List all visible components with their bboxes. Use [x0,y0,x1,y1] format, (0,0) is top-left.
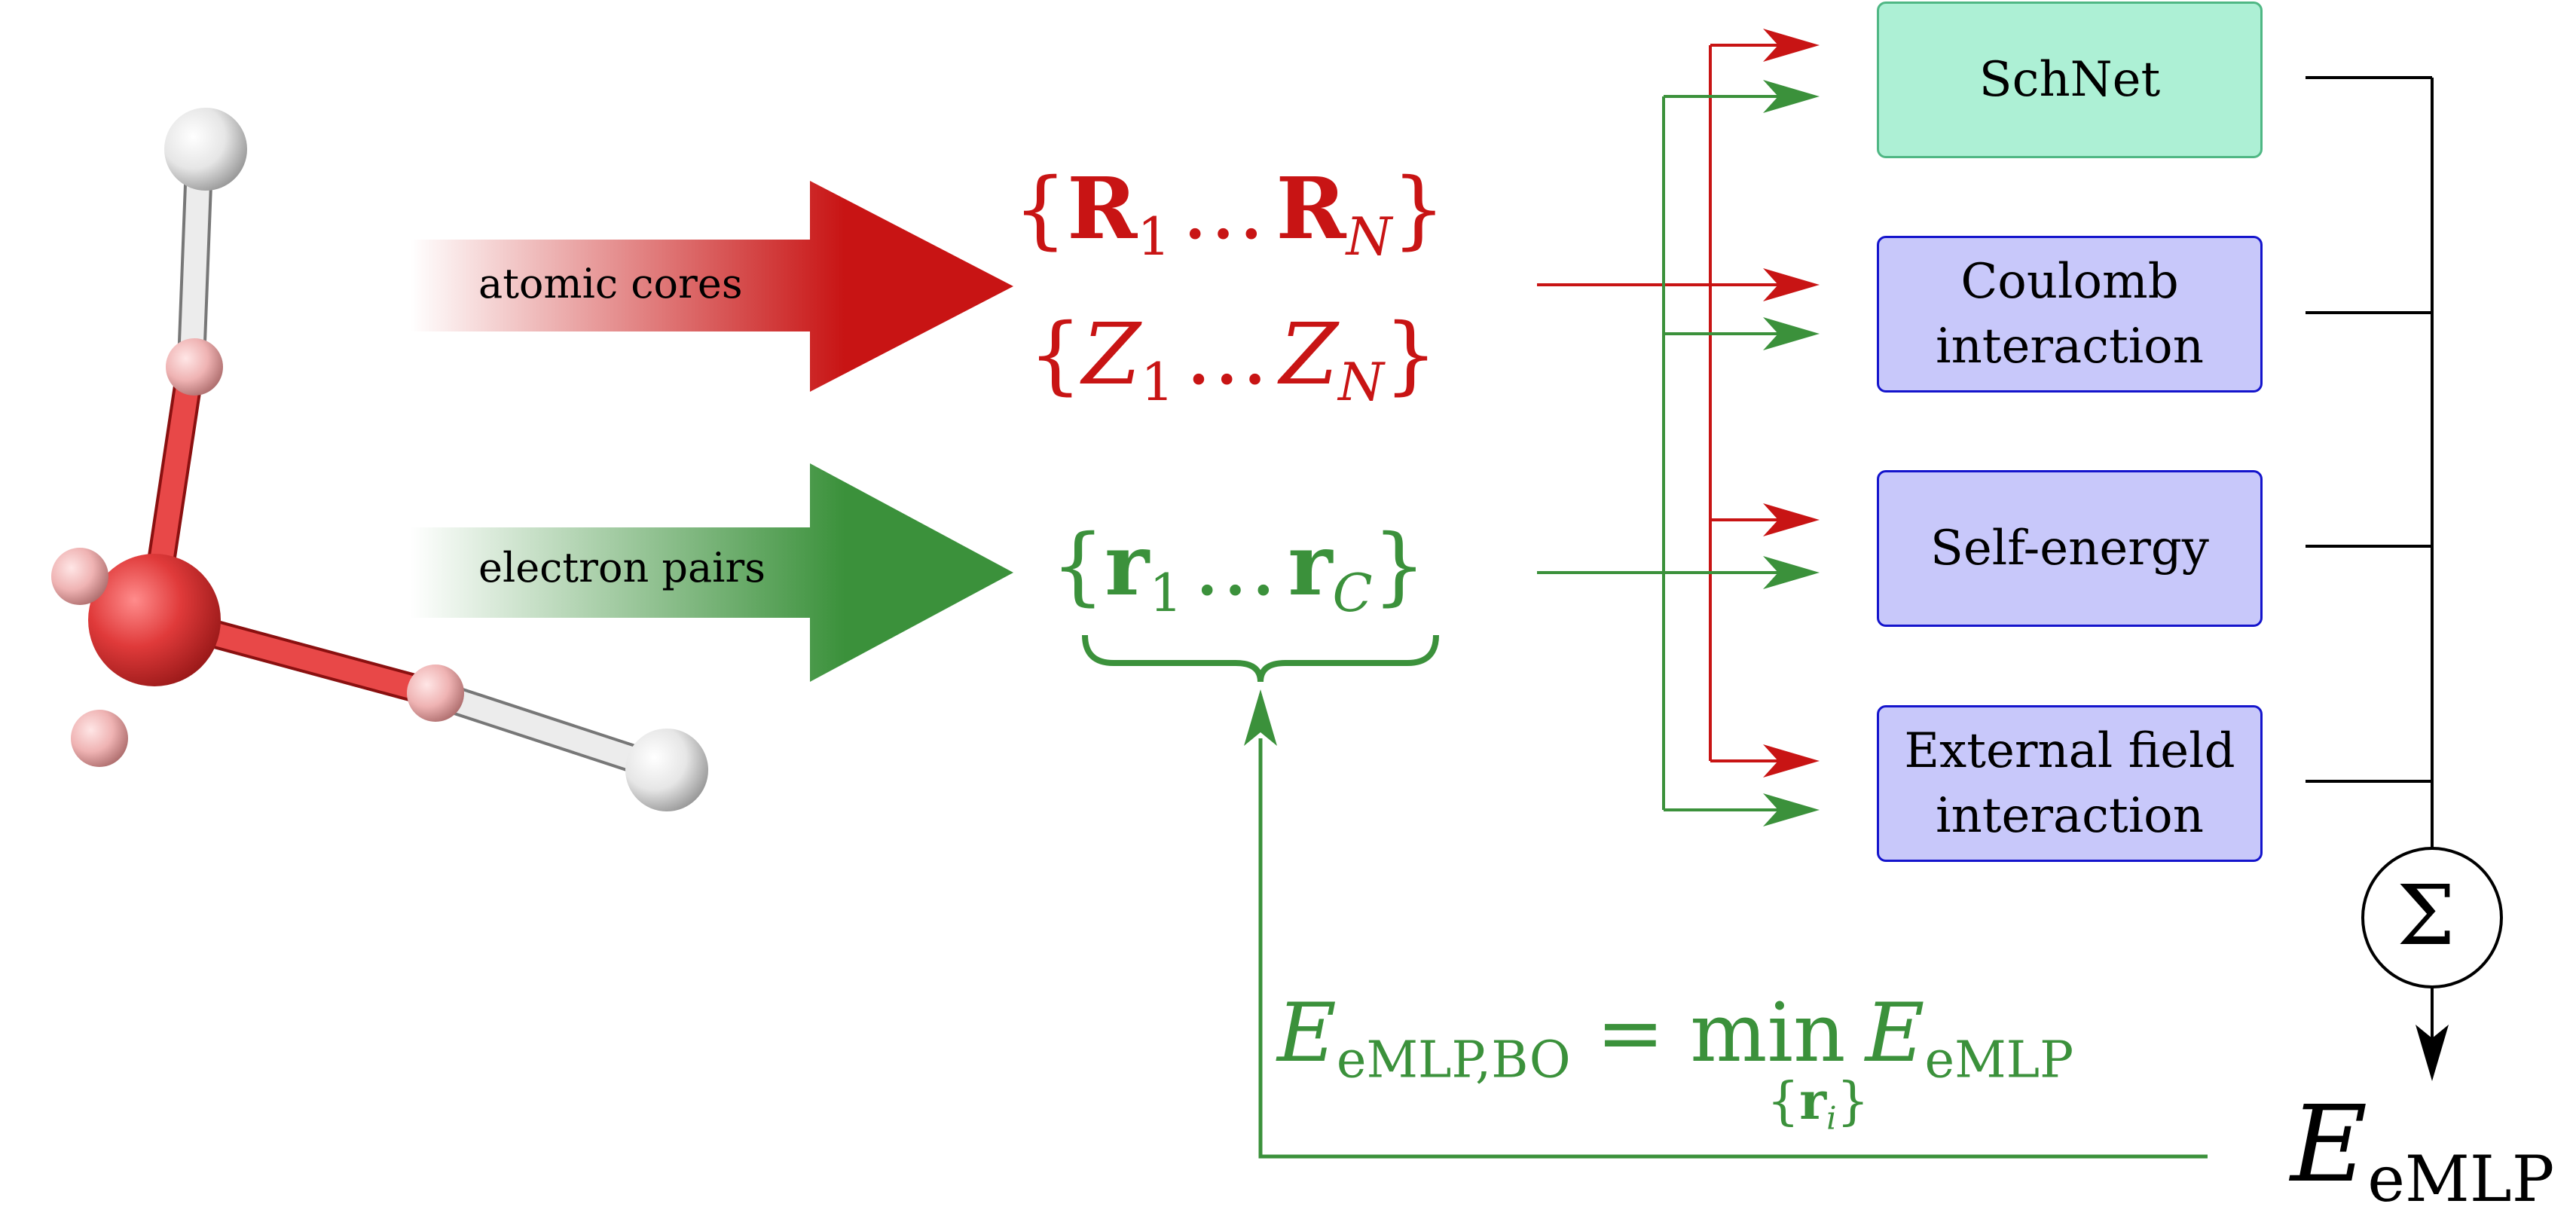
red-arrowheads [1763,29,1820,778]
output-energy: EeMLP [2290,1083,2555,1216]
coulomb-interaction-box: Coulomb interaction [1877,236,2263,393]
coulomb-label-line2: interaction [1936,319,2204,374]
electron-pair-bond-1 [166,338,223,396]
output-arrowhead [2416,1025,2449,1081]
electron-pair-lone-1 [51,548,108,605]
hydrogen-atom-right [625,729,708,811]
minimization-underset: {ri} [1767,1071,1869,1137]
hydrogen-atom-top [164,108,247,191]
electron-pair-lone-2 [71,710,128,767]
nuclear-charges-set: {Z1…ZN} [1028,306,1438,414]
external-field-interaction-box: External field interaction [1877,705,2263,862]
diagram-graphics [51,29,2503,1159]
external-label-line1: External field [1904,723,2235,779]
feedback-arrowhead [1244,689,1277,746]
diagram-canvas: atomic cores electron pairs {R1…RN} {Z1…… [51,2,2554,1211]
electron-pair-bond-2 [407,665,464,722]
self-energy-label: Self-energy [1930,520,2209,576]
green-arrowheads [1763,80,1820,826]
coulomb-label-line1: Coulomb [1960,253,2179,310]
atomic-cores-label: atomic cores [478,260,743,307]
oxygen-atom [88,554,221,686]
electron-positions-set: {r1…rC} [1051,516,1426,625]
bond-h1-white [180,173,209,373]
bond-h2-white [422,682,674,780]
atomic-cores-arrow [411,181,1013,392]
sum-node-circle [2361,847,2503,988]
external-label-line2: interaction [1936,788,2204,844]
self-energy-box: Self-energy [1877,470,2263,627]
electron-set-underbrace [1082,634,1439,683]
water-molecule [51,108,708,811]
electron-pairs-arrow [411,463,1013,682]
green-distribution-lines [1537,95,1787,811]
summation-lines [2306,76,2434,1043]
nuclear-positions-set: {R1…RN} [1013,160,1446,268]
schnet-box: SchNet [1877,2,2263,158]
feedback-line [1258,738,2208,1159]
red-distribution-lines [1537,44,1787,762]
schnet-label: SchNet [1979,51,2161,108]
electron-pairs-label: electron pairs [478,544,765,591]
sum-symbol: Σ [2397,867,2455,964]
